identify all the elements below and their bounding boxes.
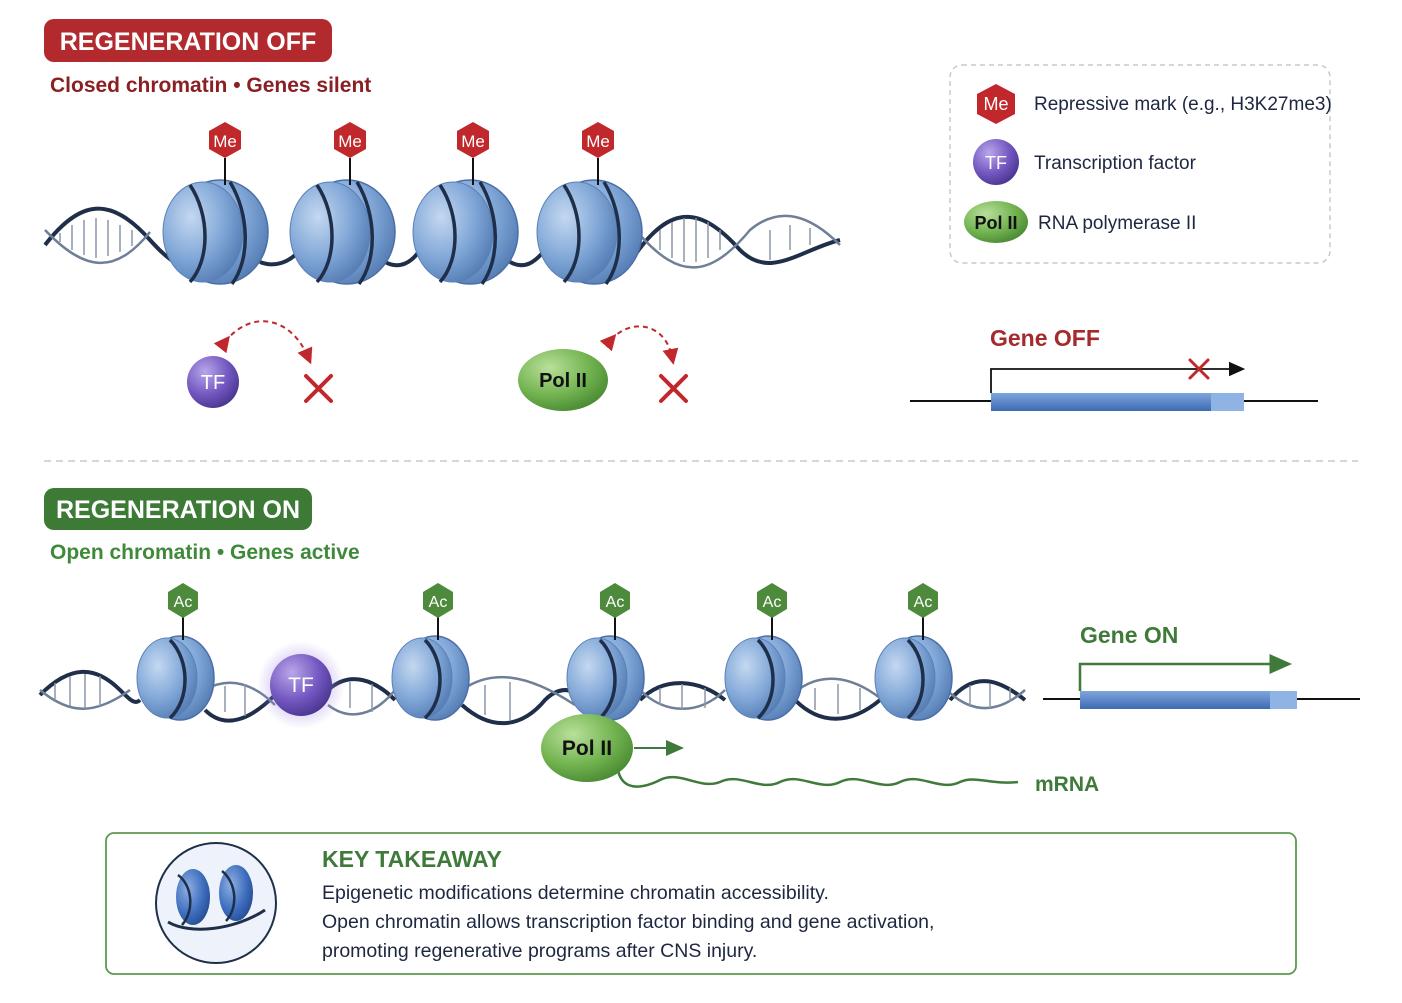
blocked-tf: TF [187,320,333,408]
nucleosome [391,635,470,721]
gene-on-label: Gene ON [1080,622,1178,648]
block-x-icon [659,374,688,403]
dna-helix-open [38,669,1027,726]
on-badge-label: REGENERATION ON [56,496,300,524]
ac-mark: Ac [600,583,630,640]
svg-text:Me: Me [983,94,1008,114]
legend: Me Repressive mark (e.g., H3K27me3) TF T… [949,64,1332,264]
legend-item-repressive-mark: Me Repressive mark (e.g., H3K27me3) [977,84,1332,124]
nucleosome [536,179,643,286]
svg-text:Ac: Ac [174,594,193,611]
ac-mark: Ac [908,583,938,640]
nucleosome [162,179,269,286]
nucleosome [412,179,519,286]
off-subtitle: Closed chromatin • Genes silent [50,74,371,97]
svg-text:Ac: Ac [606,594,625,611]
on-badge [44,488,312,530]
svg-text:Ac: Ac [763,594,782,611]
takeaway-title: KEY TAKEAWAY [322,846,502,872]
svg-text:Transcription factor: Transcription factor [1034,153,1197,174]
gene-on-diagram: Gene ON [1043,622,1360,709]
svg-text:Me: Me [586,132,610,151]
nucleosome [136,635,215,721]
ac-mark: Ac [423,583,453,640]
svg-text:Pol II: Pol II [974,213,1017,233]
svg-text:Pol II: Pol II [539,370,587,392]
mrna-strand [616,769,1019,788]
nucleosome [289,179,396,286]
block-x-icon [1188,358,1210,380]
nucleosome-icon [155,842,277,964]
bound-tf: TF [257,641,345,729]
me-mark: Me [334,122,366,185]
off-badge-label: REGENERATION OFF [60,28,316,56]
svg-text:TF: TF [985,153,1007,173]
svg-text:Me: Me [461,132,485,151]
mrna-label: mRNA [1035,773,1099,796]
block-x-icon [304,374,333,403]
ac-mark: Ac [757,583,787,640]
nucleosome [724,635,803,721]
svg-text:Me: Me [338,132,362,151]
gene-off-label: Gene OFF [990,325,1100,351]
svg-text:TF: TF [201,372,225,394]
off-section: REGENERATION OFF Closed chromatin • Gene… [43,19,1318,411]
takeaway-line: Epigenetic modifications determine chrom… [322,882,829,904]
nucleosome [566,635,645,721]
svg-text:Ac: Ac [429,594,448,611]
legend-item-rna-polymerase: Pol II RNA polymerase II [964,201,1196,243]
gene-off-diagram: Gene OFF [910,325,1318,411]
me-mark: Me [209,122,241,185]
me-hex-icon [977,84,1015,124]
svg-text:RNA polymerase II: RNA polymerase II [1038,213,1196,234]
blocked-pol-ii: Pol II [518,325,688,411]
svg-text:Pol II: Pol II [562,737,612,760]
svg-text:Ac: Ac [914,594,933,611]
active-pol-ii: Pol II mRNA [541,714,1099,796]
me-mark: Me [582,122,614,185]
tf-circle-icon [973,139,1019,185]
ac-mark: Ac [168,583,198,640]
off-badge [44,19,332,62]
on-section: REGENERATION ON Open chromatin • Genes a… [38,488,1360,796]
svg-text:Repressive mark (e.g., H3K27me: Repressive mark (e.g., H3K27me3) [1034,94,1332,115]
me-mark: Me [457,122,489,185]
takeaway-line: Open chromatin allows transcription fact… [322,911,934,933]
pol-ii-ellipse-icon [964,201,1028,243]
svg-text:TF: TF [288,674,314,697]
takeaway-line: promoting regenerative programs after CN… [322,940,757,962]
on-subtitle: Open chromatin • Genes active [50,541,360,564]
svg-text:Me: Me [213,132,237,151]
nucleosome [874,635,953,721]
legend-item-transcription-factor: TF Transcription factor [973,139,1197,185]
takeaway-box: KEY TAKEAWAY Epigenetic modifications de… [105,832,1297,975]
